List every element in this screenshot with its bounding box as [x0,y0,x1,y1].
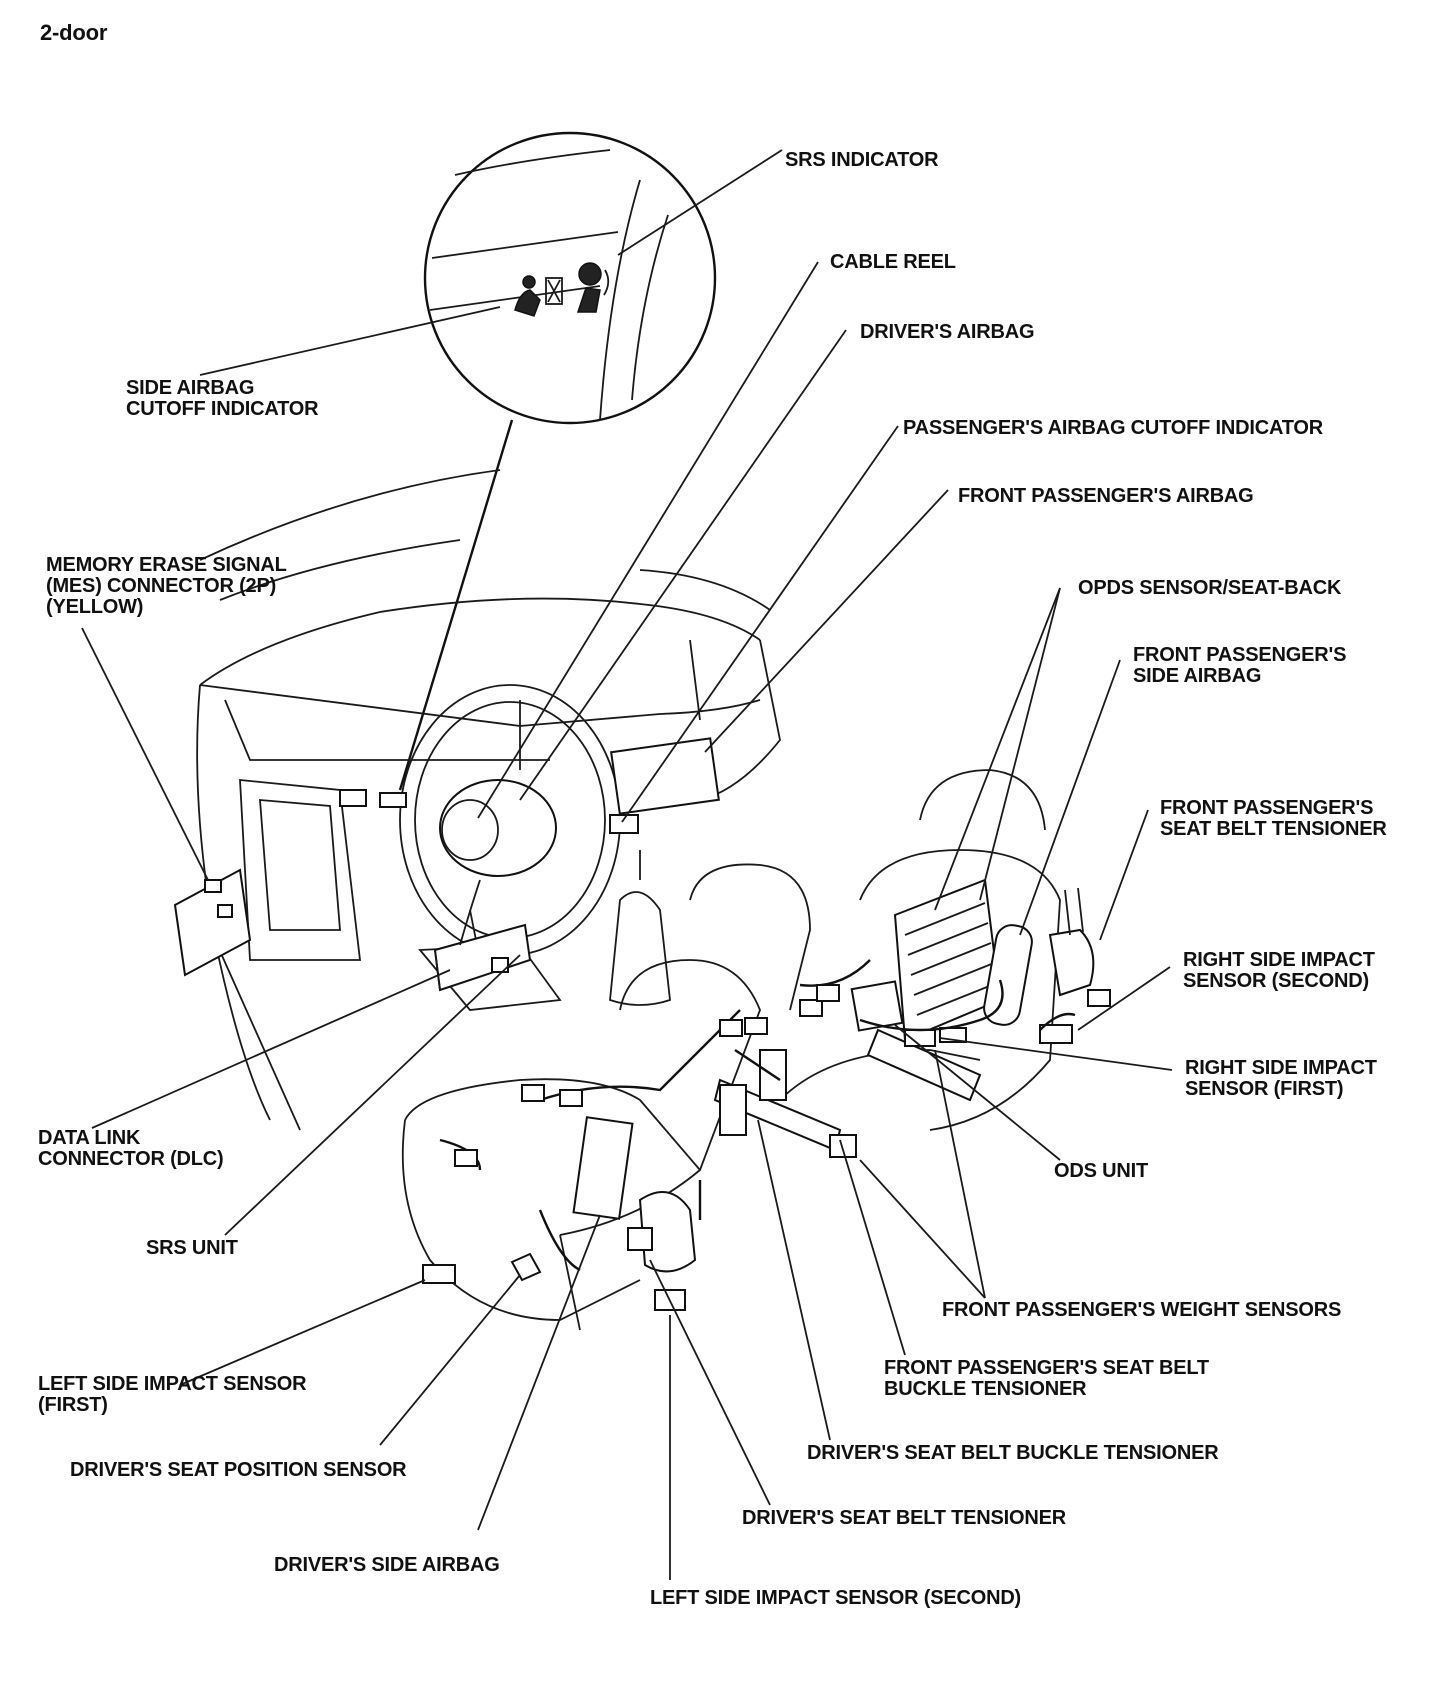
driver-tensioner [627,1191,697,1273]
label-front-passengers-seat-belt-tensioner: FRONT PASSENGER'S SEAT BELT TENSIONER [1160,797,1387,840]
driver-seat [401,863,811,1331]
label-srs-indicator: SRS INDICATOR [785,149,939,171]
srs-indicator-icon [576,262,610,313]
label-drivers-seat-position-sensor: DRIVER'S SEAT POSITION SENSOR [70,1459,407,1481]
label-drivers-seat-belt-tensioner: DRIVER'S SEAT BELT TENSIONER [742,1507,1066,1529]
srs-unit-module [433,879,532,992]
label-front-passengers-buckle-tensioner: FRONT PASSENGER'S SEAT BELT BUCKLE TENSI… [884,1357,1209,1400]
leader-lines [81,149,1173,1580]
label-front-passengers-side-airbag: FRONT PASSENGER'S SIDE AIRBAG [1133,644,1347,687]
label-drivers-seat-belt-buckle-tensioner: DRIVER'S SEAT BELT BUCKLE TENSIONER [807,1442,1219,1464]
label-left-side-impact-sensor-first: LEFT SIDE IMPACT SENSOR (FIRST) [38,1373,307,1416]
label-srs-unit: SRS UNIT [146,1237,238,1259]
label-opds-sensor-seat-back: OPDS SENSOR/SEAT-BACK [1078,577,1342,599]
label-left-side-impact-sensor-second: LEFT SIDE IMPACT SENSOR (SECOND) [650,1587,1022,1609]
passenger-seat [779,769,1061,1131]
label-side-airbag-cutoff-indicator: SIDE AIRBAG CUTOFF INDICATOR [126,377,319,420]
label-front-passengers-weight-sensors: FRONT PASSENGER'S WEIGHT SENSORS [942,1299,1342,1321]
mes-connector-module [173,868,252,977]
side-airbag-cutoff-icon [514,275,563,317]
label-data-link-connector: DATA LINK CONNECTOR (DLC) [38,1127,224,1170]
steering-wheel [399,684,621,961]
passenger-tensioner [1048,887,1111,1007]
label-mes-connector: MEMORY ERASE SIGNAL (MES) CONNECTOR (2P)… [46,554,287,618]
label-drivers-side-airbag: DRIVER'S SIDE AIRBAG [274,1554,500,1576]
label-right-side-impact-sensor-second: RIGHT SIDE IMPACT SENSOR (SECOND) [1183,949,1375,992]
label-cable-reel: CABLE REEL [830,251,956,273]
page-title: 2-door [40,20,108,45]
label-passengers-airbag-cutoff-indicator: PASSENGER'S AIRBAG CUTOFF INDICATOR [903,417,1324,439]
label-right-side-impact-sensor-first: RIGHT SIDE IMPACT SENSOR (FIRST) [1185,1057,1377,1100]
inset-magnifier [423,131,717,425]
label-front-passengers-airbag: FRONT PASSENGER'S AIRBAG [958,485,1254,507]
label-drivers-airbag: DRIVER'S AIRBAG [860,321,1035,343]
label-ods-unit: ODS UNIT [1054,1160,1148,1182]
